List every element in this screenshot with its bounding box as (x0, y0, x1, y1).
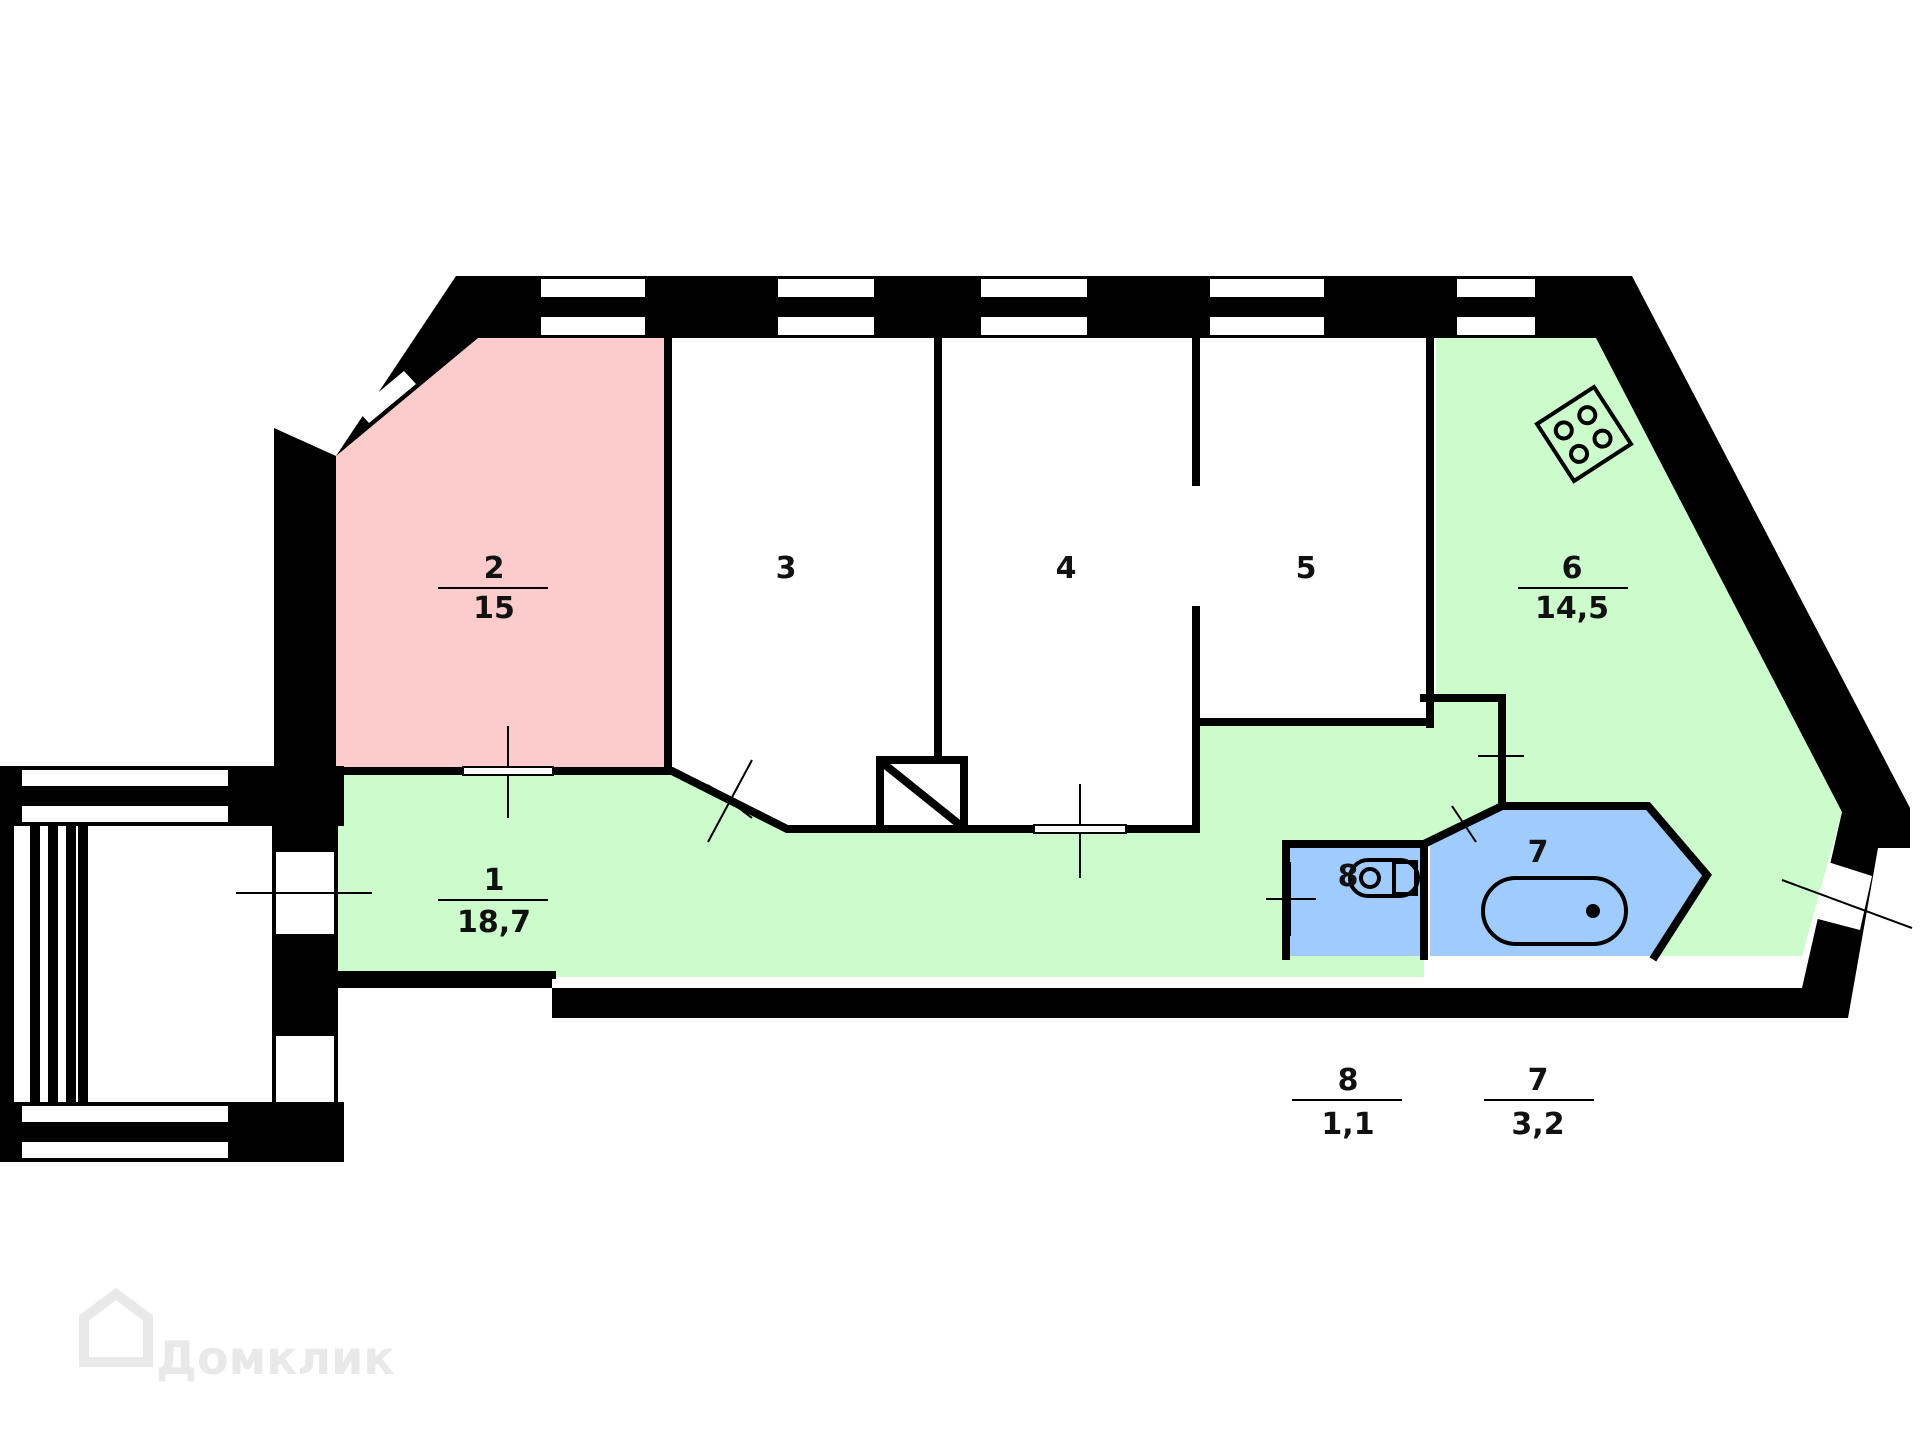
windows-top (541, 279, 1535, 335)
window-angled (333, 341, 416, 423)
room-4-fill (944, 338, 1190, 829)
outer-wall (274, 276, 1910, 1018)
room-5-label: 5 (1296, 551, 1317, 586)
svg-text:6: 6 (1562, 551, 1583, 586)
room-8-fill (1286, 844, 1424, 956)
svg-text:18,7: 18,7 (457, 905, 531, 940)
bathtub-icon (1481, 876, 1628, 946)
legend-room-7: 7 3,2 (1484, 1063, 1594, 1142)
toilet-icon (1348, 858, 1420, 898)
svg-text:8: 8 (1338, 1063, 1359, 1098)
partitions (332, 334, 1712, 979)
svg-text:7: 7 (1528, 1063, 1549, 1098)
door-markers (462, 724, 1524, 936)
svg-text:3,2: 3,2 (1511, 1107, 1564, 1142)
room-4-label: 4 (1056, 551, 1077, 586)
room-6-label: 6 14,5 (1518, 551, 1628, 626)
vent-shaft (876, 756, 968, 833)
room-1-fill (336, 698, 1504, 977)
room-2-label: 2 15 (438, 551, 548, 626)
left-stair-block (0, 766, 372, 1162)
svg-text:2: 2 (484, 551, 505, 586)
room-7-fill (1430, 806, 1707, 956)
room-6-fill (1436, 338, 1842, 956)
room-7-label: 7 (1528, 835, 1549, 870)
room-1-label: 1 18,7 (438, 863, 548, 940)
watermark-text: Домклик (156, 1331, 395, 1385)
window-right (1781, 862, 1913, 930)
watermark: Домклик (79, 1287, 395, 1385)
room-5-fill (1202, 338, 1424, 717)
svg-text:1: 1 (484, 863, 505, 898)
svg-text:14,5: 14,5 (1535, 591, 1609, 626)
svg-text:1,1: 1,1 (1321, 1107, 1374, 1142)
room-8-label: 8 (1338, 859, 1359, 894)
logo-house-icon (79, 1287, 153, 1367)
room-3-fill (680, 338, 932, 829)
svg-text:15: 15 (473, 591, 515, 626)
room-3-label: 3 (776, 551, 797, 586)
legend-room-8: 8 1,1 (1292, 1063, 1402, 1142)
room-2-fill (335, 338, 668, 771)
stove-icon (1534, 384, 1634, 484)
